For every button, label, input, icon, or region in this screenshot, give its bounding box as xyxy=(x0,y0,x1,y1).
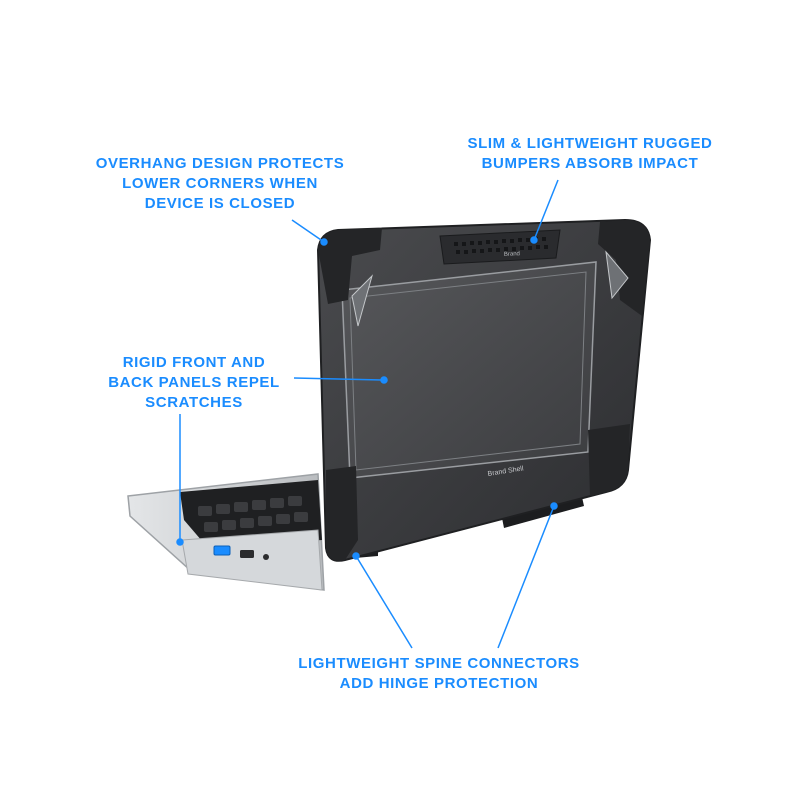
callout-line: OVERHANG DESIGN PROTECTS xyxy=(95,155,345,172)
panel-highlight xyxy=(349,271,587,471)
callout-line: BUMPERS ABSORB IMPACT xyxy=(481,155,699,172)
bumpers-leader-dot xyxy=(530,236,538,244)
hdmi-port-icon xyxy=(240,550,254,558)
corner-bumper-top-right xyxy=(598,220,650,316)
spine-leader-line-left xyxy=(355,555,413,649)
spine-leader-line-right xyxy=(497,505,555,649)
audio-jack-icon xyxy=(263,554,269,560)
callout-rigid-panels: RIGID FRONT AND BACK PANELS REPEL SCRATC… xyxy=(78,353,310,413)
top-badge-label: Brand xyxy=(504,251,520,258)
callout-line: BACK PANELS REPEL xyxy=(108,374,280,391)
rigid-back-panel xyxy=(341,261,597,479)
corner-accent-left xyxy=(351,274,373,327)
corner-accent-right xyxy=(605,250,629,300)
callout-rugged-bumpers: SLIM & LIGHTWEIGHT RUGGED BUMPERS ABSORB… xyxy=(448,134,732,174)
callout-line: ADD HINGE PROTECTION xyxy=(339,675,539,692)
base-side-wall xyxy=(181,529,323,591)
leader-lines xyxy=(176,179,559,649)
overhang-leader-dot xyxy=(320,238,328,246)
callout-line: DEVICE IS CLOSED xyxy=(144,195,296,212)
callout-line: RIGID FRONT AND xyxy=(122,354,266,371)
panels-leader-line xyxy=(293,377,385,381)
callout-overhang-design: OVERHANG DESIGN PROTECTS LOWER CORNERS W… xyxy=(80,154,360,214)
side-ports xyxy=(213,545,269,560)
overhang-leader-line xyxy=(291,219,325,243)
corner-bumper-bottom-right xyxy=(588,424,630,496)
callout-spine-connectors: LIGHTWEIGHT SPINE CONNECTORS ADD HINGE P… xyxy=(270,654,608,694)
spine-leader-dot-left xyxy=(352,552,360,560)
callout-line: LIGHTWEIGHT SPINE CONNECTORS xyxy=(298,655,580,672)
callout-line: LOWER CORNERS WHEN xyxy=(122,175,318,192)
bumper-grille-vents xyxy=(454,237,548,254)
callout-line: SCRATCHES xyxy=(145,394,243,411)
corner-bumper-top-left xyxy=(318,228,382,304)
panels-leader-dot-2 xyxy=(176,538,184,546)
callout-line: SLIM & LIGHTWEIGHT RUGGED xyxy=(467,135,713,152)
bumpers-leader-line xyxy=(533,179,559,241)
keyboard-keys xyxy=(198,496,308,532)
spine-leader-dot-right xyxy=(550,502,558,510)
panels-leader-dot xyxy=(380,376,388,384)
top-bumper xyxy=(439,229,561,265)
usb-port-icon xyxy=(213,545,231,556)
corner-bumper-bottom-left xyxy=(326,466,358,561)
